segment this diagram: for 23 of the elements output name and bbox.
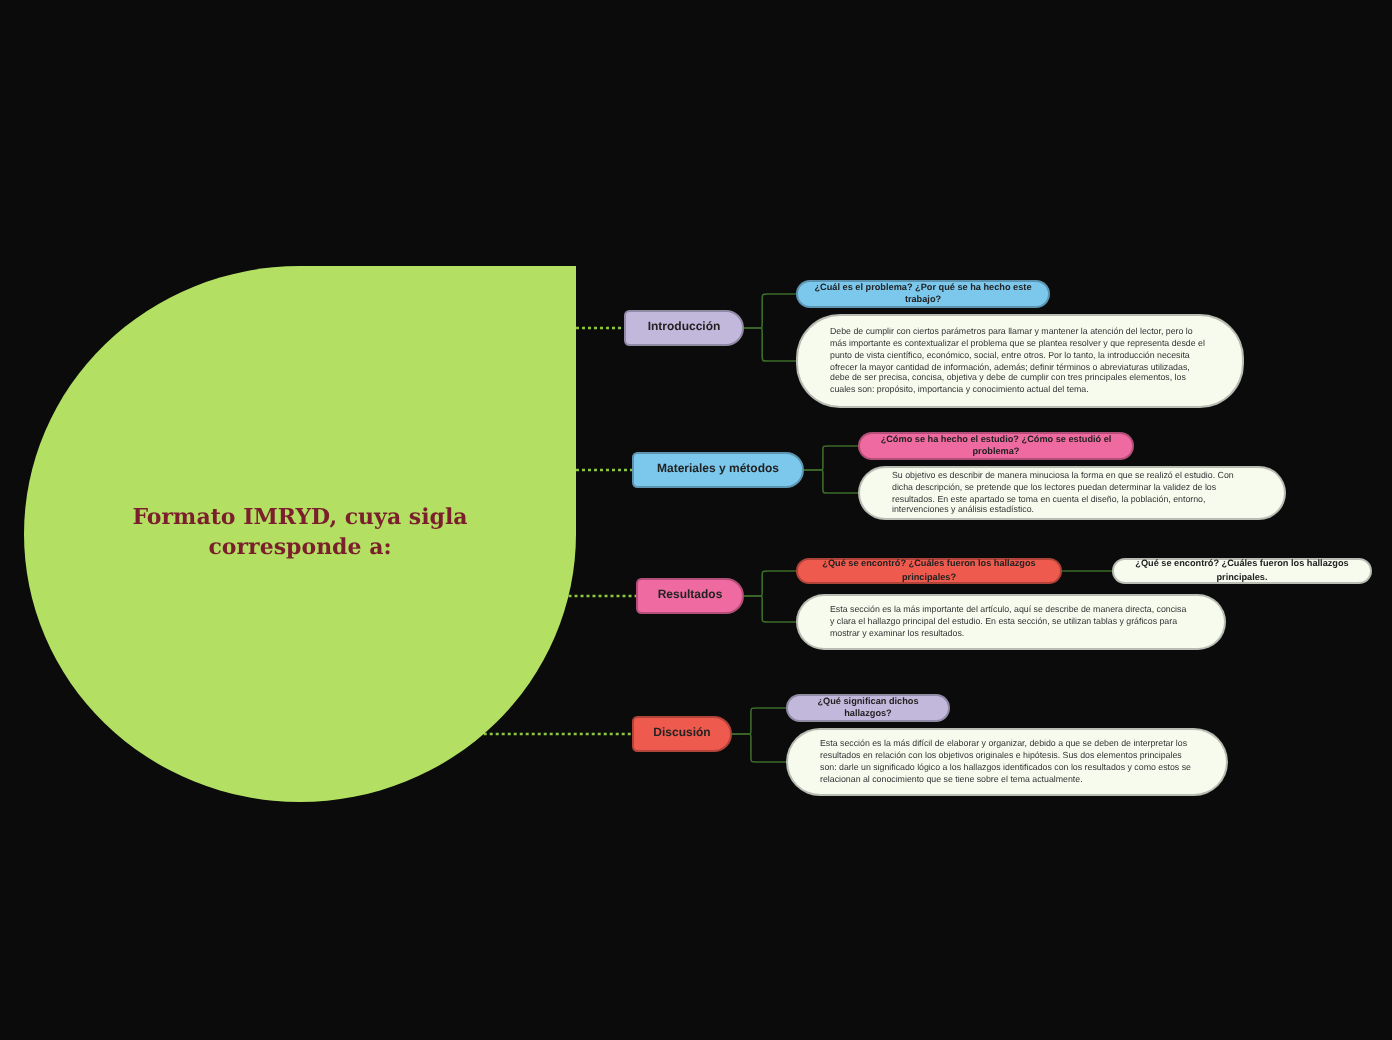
central-topic-text: Formato IMRYD, cuya sigla corresponde a: (130, 504, 470, 564)
dotted-connector (576, 468, 632, 472)
text-bubble (796, 314, 1244, 408)
dotted-connector (568, 594, 636, 598)
question-pill (796, 558, 1062, 584)
branch-topic (632, 452, 804, 488)
text-bubble (796, 594, 1226, 650)
branch-topic (636, 578, 744, 614)
text-bubble (858, 466, 1286, 520)
branch-connector (743, 327, 797, 362)
branch-connector (803, 469, 859, 494)
text-bubble (786, 728, 1228, 796)
branch-topic (632, 716, 732, 752)
branch-connector (1061, 570, 1113, 572)
dotted-connector (483, 732, 632, 736)
question-pill (858, 432, 1134, 460)
question-pill (786, 694, 950, 722)
branch-connector (731, 733, 787, 763)
branch-topic (624, 310, 744, 346)
branch-connector (743, 595, 797, 623)
question-pill (1112, 558, 1372, 584)
question-pill (796, 280, 1050, 308)
dotted-connector (576, 326, 624, 330)
